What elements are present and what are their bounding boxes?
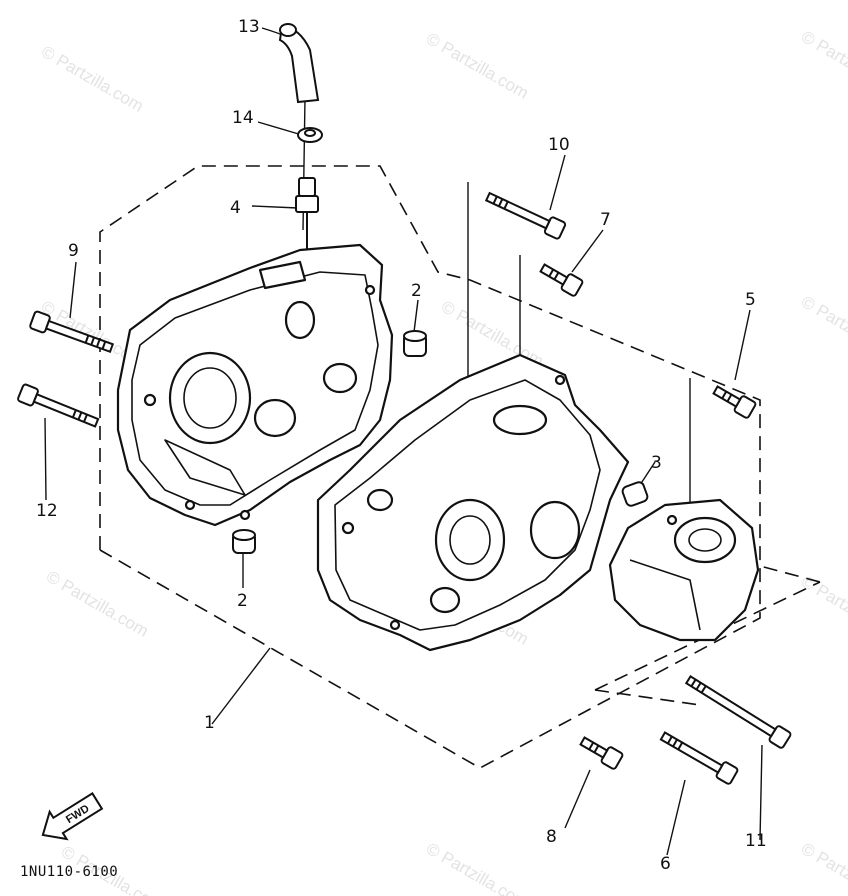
dowel-pin <box>621 481 649 507</box>
bolt <box>659 731 739 785</box>
left-crankcase <box>116 243 394 527</box>
dowel-pin <box>232 529 256 554</box>
callout-14: 14 <box>232 108 254 128</box>
right-crankcase <box>316 353 630 652</box>
callout-labels: 13 14 4 10 7 9 2 5 3 12 2 1 8 6 11 <box>36 17 767 874</box>
callout-13: 13 <box>238 17 260 37</box>
breather-fitting <box>295 177 319 250</box>
callout-9: 9 <box>68 241 79 261</box>
side-cover <box>608 498 760 642</box>
callout-3: 3 <box>651 453 662 473</box>
bolt <box>712 385 757 419</box>
dowel-pin <box>403 330 427 357</box>
callout-10: 10 <box>548 135 570 155</box>
callout-2: 2 <box>411 281 422 301</box>
assembly-outline <box>99 165 821 769</box>
callout-6: 6 <box>660 854 671 874</box>
callout-1: 1 <box>204 713 215 733</box>
watermark: © Partzilla.com <box>43 567 152 641</box>
bolt <box>684 674 792 749</box>
bolt <box>579 736 624 770</box>
watermark: © Partzilla.com <box>38 42 147 116</box>
bolt <box>17 383 100 428</box>
watermark: © Partzilla.com <box>798 572 848 646</box>
callout-8: 8 <box>546 827 557 847</box>
watermark: © Partzilla.com <box>423 29 532 103</box>
bolt <box>484 191 567 240</box>
forward-arrow-icon: FWD <box>41 792 104 841</box>
washer <box>297 127 323 143</box>
callout-2: 2 <box>237 591 248 611</box>
watermark: © Partzilla.com <box>423 839 532 896</box>
callout-11: 11 <box>745 831 767 851</box>
diagram-code: 1NU110-6100 <box>20 864 118 880</box>
callout-4: 4 <box>230 198 241 218</box>
callout-5: 5 <box>745 290 756 310</box>
watermark: © Partzilla.com <box>798 292 848 366</box>
callout-12: 12 <box>36 501 58 521</box>
bolt <box>539 263 584 297</box>
watermark: © Partzilla.com <box>798 27 848 101</box>
bolt <box>29 310 115 354</box>
breather-hose <box>278 23 320 104</box>
callout-7: 7 <box>600 210 611 230</box>
watermark: © Partzilla.com <box>798 839 848 896</box>
